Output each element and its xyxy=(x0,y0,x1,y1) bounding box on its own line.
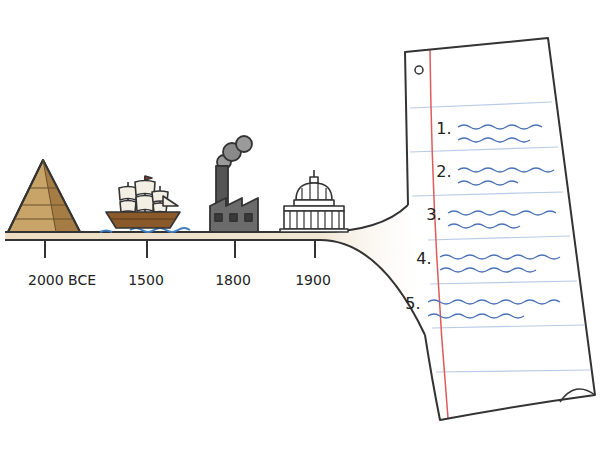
item-number: 1. xyxy=(436,119,451,138)
item-number: 3. xyxy=(426,205,441,224)
ruled-lines xyxy=(410,102,590,372)
tick-label: 1500 xyxy=(128,272,164,288)
item-number: 4. xyxy=(416,249,431,268)
item-number: 5. xyxy=(405,294,420,313)
pyramid-icon xyxy=(8,160,80,232)
tick-label: 1900 xyxy=(295,272,331,288)
tick-label: 2000 BCE xyxy=(28,272,96,288)
paper-outline xyxy=(405,38,595,420)
text-scribbles xyxy=(428,125,560,318)
ship-icon xyxy=(100,176,190,232)
punch-hole xyxy=(415,66,423,74)
factory-icon xyxy=(210,136,258,232)
tick-label: 1800 xyxy=(215,272,251,288)
paper-curl xyxy=(560,389,595,402)
timeline-bottom-edge xyxy=(5,240,425,335)
tick-marks xyxy=(45,240,315,258)
capitol-icon xyxy=(280,170,348,232)
margin-line xyxy=(430,50,448,418)
paper-fill xyxy=(405,38,595,420)
item-number: 2. xyxy=(436,162,451,181)
